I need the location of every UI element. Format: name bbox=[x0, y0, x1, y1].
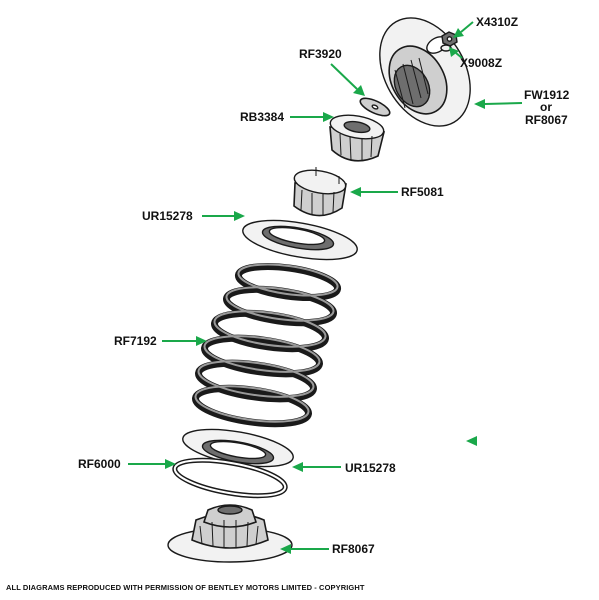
bush-rb3384 bbox=[329, 114, 386, 162]
arrow-rf6000 bbox=[128, 459, 176, 469]
label-rf3920: RF3920 bbox=[299, 47, 342, 61]
arrow-rf7192 bbox=[162, 336, 207, 346]
label-rb3384: RB3384 bbox=[240, 110, 284, 124]
seat-ur15278-top bbox=[242, 219, 358, 261]
seat-ur15278-bottom bbox=[182, 428, 294, 468]
arrow-x9008z bbox=[449, 47, 463, 59]
stray-arrow-marker bbox=[466, 436, 477, 446]
label-rf8067-bottom: RF8067 bbox=[332, 542, 375, 556]
label-rf5081: RF5081 bbox=[401, 185, 444, 199]
arrow-x4310z bbox=[453, 21, 474, 38]
label-fw1912: FW1912 bbox=[524, 88, 570, 102]
label-rf6000: RF6000 bbox=[78, 457, 121, 471]
nut-x4310z bbox=[441, 31, 458, 47]
label-or: or bbox=[540, 100, 552, 114]
label-rf8067-top: RF8067 bbox=[525, 113, 568, 127]
label-x9008z: X9008Z bbox=[460, 56, 502, 70]
label-ur15278-top: UR15278 bbox=[142, 209, 193, 223]
arrow-rf3920 bbox=[330, 63, 365, 96]
arrow-ur15278-top bbox=[202, 211, 245, 221]
label-x4310z: X4310Z bbox=[476, 15, 518, 29]
arrow-rf5081 bbox=[350, 187, 398, 197]
bush-rf5081 bbox=[293, 167, 347, 217]
coil-spring-rf7192 bbox=[192, 262, 342, 428]
arrow-rf8067-bottom bbox=[280, 544, 329, 554]
arrow-fw1912 bbox=[474, 99, 523, 109]
arrow-ur15278-bottom bbox=[292, 462, 341, 472]
washer-rf3920 bbox=[359, 97, 391, 117]
packing-ring-rf6000 bbox=[172, 457, 288, 499]
bottom-mounting-cup bbox=[167, 504, 293, 563]
top-mounting-cup bbox=[379, 17, 471, 127]
arrow-rb3384 bbox=[290, 112, 334, 122]
label-rf7192: RF7192 bbox=[114, 334, 157, 348]
copyright-footer: ALL DIAGRAMS REPRODUCED WITH PERMISSION … bbox=[6, 583, 365, 592]
label-ur15278-bottom: UR15278 bbox=[345, 461, 396, 475]
